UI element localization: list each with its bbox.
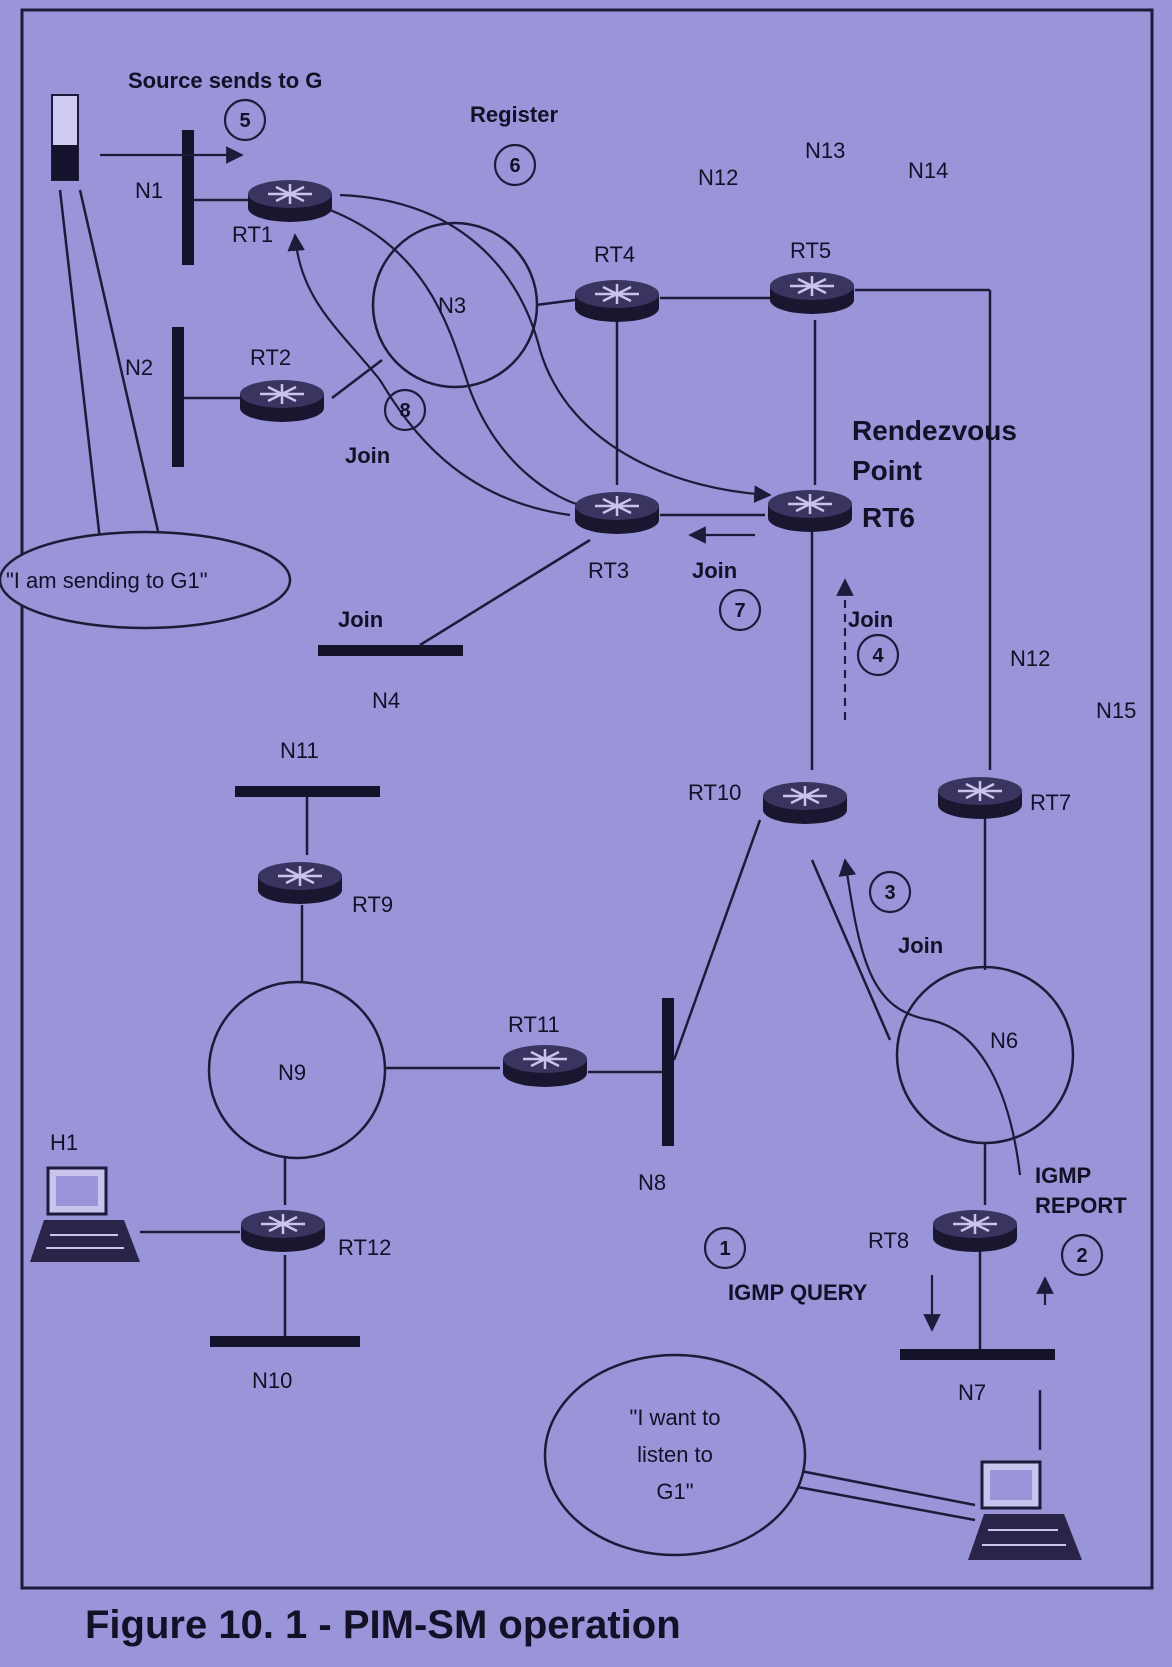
- network-n4-bus: [318, 645, 463, 656]
- label-n7: N7: [958, 1380, 986, 1405]
- sender-speech-bubble: [0, 189, 292, 630]
- join-label-step8: Join: [345, 443, 390, 468]
- label-rt5: RT5: [790, 238, 831, 263]
- label-n12-right: N12: [1010, 646, 1050, 671]
- join-label-step3: Join: [898, 933, 943, 958]
- listener-bubble-line1: "I want to: [630, 1405, 721, 1430]
- router-rt11-icon[interactable]: [501, 1043, 589, 1089]
- listener-speech-bubble: [543, 1353, 976, 1557]
- step-3-number: 3: [884, 882, 895, 904]
- label-n15: N15: [1096, 698, 1136, 723]
- label-n12-top: N12: [698, 165, 738, 190]
- listener-bubble-line3: G1": [656, 1479, 693, 1504]
- label-rt3: RT3: [588, 558, 629, 583]
- network-n10-bus: [210, 1336, 360, 1347]
- label-rt2: RT2: [250, 345, 291, 370]
- label-rt6: RT6: [862, 502, 915, 533]
- label-n1: N1: [135, 178, 163, 203]
- router-rt3-icon[interactable]: [573, 490, 661, 536]
- network-n1-bus: [182, 130, 194, 265]
- label-rt7: RT7: [1030, 790, 1071, 815]
- igmp-report-line1: IGMP: [1035, 1163, 1091, 1188]
- router-rt5-icon[interactable]: [768, 270, 856, 316]
- network-n9: [207, 980, 387, 1160]
- step-2-circle: [1060, 1233, 1104, 1277]
- label-rt9: RT9: [352, 892, 393, 917]
- step-8-circle: [383, 388, 427, 432]
- network-n8-bus: [662, 998, 674, 1146]
- network-n6: [895, 965, 1075, 1145]
- label-rt4: RT4: [594, 242, 635, 267]
- router-rt2-icon[interactable]: [238, 378, 326, 424]
- listener-bubble-line2: listen to: [637, 1442, 713, 1467]
- step-2-number: 2: [1076, 1245, 1087, 1267]
- step-7-circle: [718, 588, 762, 632]
- source-sends-label: Source sends to G: [128, 68, 322, 93]
- step-8-number: 8: [399, 400, 410, 422]
- join-label-step7: Join: [692, 558, 737, 583]
- label-n11: N11: [280, 738, 319, 763]
- label-n3: N3: [438, 293, 466, 318]
- network-links: [140, 198, 992, 1349]
- label-n9: N9: [278, 1060, 306, 1085]
- source-server-icon: [51, 94, 79, 181]
- network-n11-bus: [235, 786, 380, 797]
- label-n14: N14: [908, 158, 948, 183]
- sender-bubble-text: "I am sending to G1": [6, 568, 208, 593]
- rendezvous-point-line2: Point: [852, 455, 922, 486]
- step-6-number: 6: [509, 155, 520, 177]
- flow-arrows: [100, 146, 1054, 1450]
- igmp-query-label: IGMP QUERY: [728, 1280, 868, 1305]
- router-rt8-icon[interactable]: [931, 1208, 1019, 1254]
- figure-caption: Figure 10. 1 - PIM-SM operation: [85, 1603, 681, 1647]
- label-rt11: RT11: [508, 1012, 560, 1037]
- label-n8: N8: [638, 1170, 666, 1195]
- join-label-n4: Join: [338, 607, 383, 632]
- step-4-number: 4: [872, 645, 884, 667]
- label-rt10: RT10: [688, 780, 741, 805]
- label-n10: N10: [252, 1368, 292, 1393]
- join-label-step4: Join: [848, 607, 893, 632]
- host-h1-icon[interactable]: [30, 1166, 140, 1262]
- network-n2-bus: [172, 327, 184, 467]
- network-n7-bus: [900, 1349, 1055, 1360]
- router-rt10-icon[interactable]: [761, 780, 849, 826]
- label-rt8: RT8: [868, 1228, 909, 1253]
- step-6-circle: [493, 143, 537, 187]
- label-n4: N4: [372, 688, 400, 713]
- step-5-circle: [223, 98, 267, 142]
- router-rt12-icon[interactable]: [239, 1208, 327, 1254]
- label-rt12: RT12: [338, 1235, 391, 1260]
- label-n6: N6: [990, 1028, 1018, 1053]
- step-1-number: 1: [719, 1238, 730, 1260]
- figure-frame: [20, 8, 1154, 1590]
- rendezvous-point-line1: Rendezvous: [852, 415, 1017, 446]
- router-rt6-icon[interactable]: [766, 488, 854, 534]
- step-3-circle: [868, 870, 912, 914]
- register-label: Register: [470, 102, 558, 127]
- router-rt9-icon[interactable]: [256, 860, 344, 906]
- label-h1: H1: [50, 1130, 78, 1155]
- listener-host-icon[interactable]: [968, 1460, 1082, 1560]
- step-7-number: 7: [734, 600, 745, 622]
- label-n13: N13: [805, 138, 845, 163]
- step-1-circle: [703, 1226, 747, 1270]
- step-4-circle: [856, 633, 900, 677]
- label-rt1: RT1: [232, 222, 273, 247]
- igmp-report-line2: REPORT: [1035, 1193, 1127, 1218]
- router-rt4-icon[interactable]: [573, 278, 661, 324]
- router-rt7-icon[interactable]: [936, 775, 1024, 821]
- label-n2: N2: [125, 355, 153, 380]
- router-rt1-icon[interactable]: [246, 178, 334, 224]
- step-5-number: 5: [239, 110, 250, 132]
